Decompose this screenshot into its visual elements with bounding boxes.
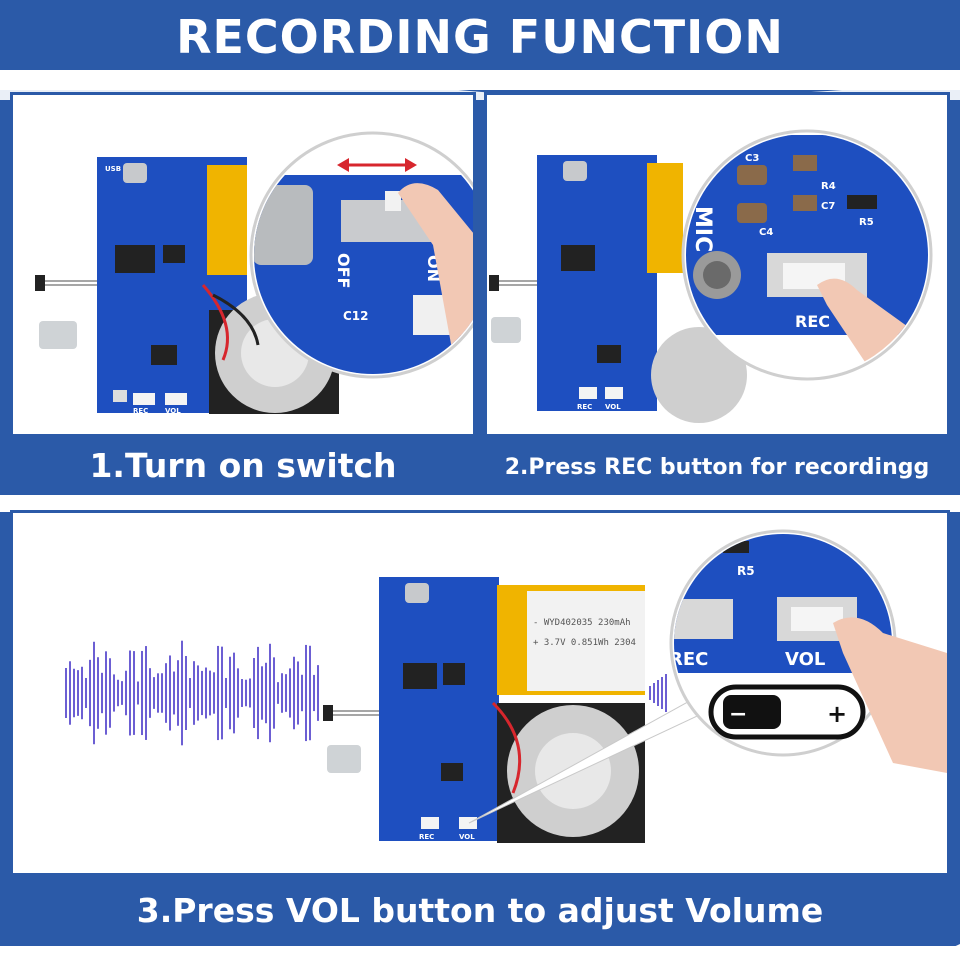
svg-text:REC: REC bbox=[577, 403, 592, 411]
cylinder-part bbox=[39, 321, 77, 349]
battery bbox=[207, 165, 247, 275]
sound-wave-icon bbox=[65, 640, 667, 746]
step3-illustration: REC VOL - WYD402035 230mAh + 3.7V 0.851W… bbox=[65, 529, 947, 843]
volume-level-fill bbox=[723, 695, 781, 729]
hand bbox=[833, 617, 947, 773]
vol-label: VOL bbox=[785, 649, 825, 670]
pcb-board bbox=[537, 155, 657, 411]
page-title: RECORDING FUNCTION bbox=[176, 10, 784, 64]
step1-caption: 1.Turn on switch bbox=[10, 437, 476, 495]
plus-icon: + bbox=[827, 700, 847, 728]
svg-text:VOL: VOL bbox=[605, 403, 621, 411]
svg-text:VOL: VOL bbox=[459, 833, 475, 841]
pcb-board bbox=[379, 577, 499, 841]
battery bbox=[647, 163, 683, 273]
svg-text:REC: REC bbox=[133, 407, 148, 415]
slide-arrow-icon bbox=[337, 158, 417, 172]
step3-panel: REC VOL - WYD402035 230mAh + 3.7V 0.851W… bbox=[10, 510, 950, 876]
svg-text:VOL: VOL bbox=[165, 407, 181, 415]
svg-text:USB: USB bbox=[105, 165, 121, 173]
off-label: OFF bbox=[334, 253, 353, 288]
finger bbox=[398, 183, 473, 355]
r5-label: R5 bbox=[859, 217, 874, 228]
r4-label: R4 bbox=[821, 181, 836, 192]
c3-label: C3 bbox=[745, 153, 759, 164]
rec-label: REC bbox=[795, 312, 830, 331]
usb-port-zoom bbox=[254, 185, 313, 265]
mic-label: MIC bbox=[690, 206, 715, 252]
r5-label: R5 bbox=[737, 564, 755, 578]
step1-panel: USB REC VOL OFF ON C12 bbox=[10, 92, 476, 437]
step3-caption: 3.Press VOL button to adjust Volume bbox=[10, 876, 950, 946]
volume-indicator: − + bbox=[708, 684, 866, 740]
battery-label-line2: + 3.7V 0.851Wh 2304 bbox=[533, 638, 636, 648]
rec-label: REC bbox=[669, 649, 708, 670]
step2-panel: REC VOL MIC C3 C4 R4 C7 R5 REC bbox=[484, 92, 950, 437]
c4-label: C4 bbox=[759, 227, 773, 238]
chip bbox=[115, 245, 155, 273]
minus-icon: − bbox=[729, 702, 747, 727]
step2-caption: 2.Press REC button for recordingg bbox=[484, 437, 950, 495]
usb-port bbox=[123, 163, 147, 183]
battery-label-line1: - WYD402035 230mAh bbox=[533, 618, 631, 628]
step1-illustration: USB REC VOL OFF ON C12 bbox=[35, 131, 473, 415]
step2-illustration: REC VOL MIC C3 C4 R4 C7 R5 REC bbox=[489, 129, 933, 423]
c7-label: C7 bbox=[821, 201, 835, 212]
svg-text:REC: REC bbox=[419, 833, 434, 841]
c12-label: C12 bbox=[343, 309, 369, 323]
